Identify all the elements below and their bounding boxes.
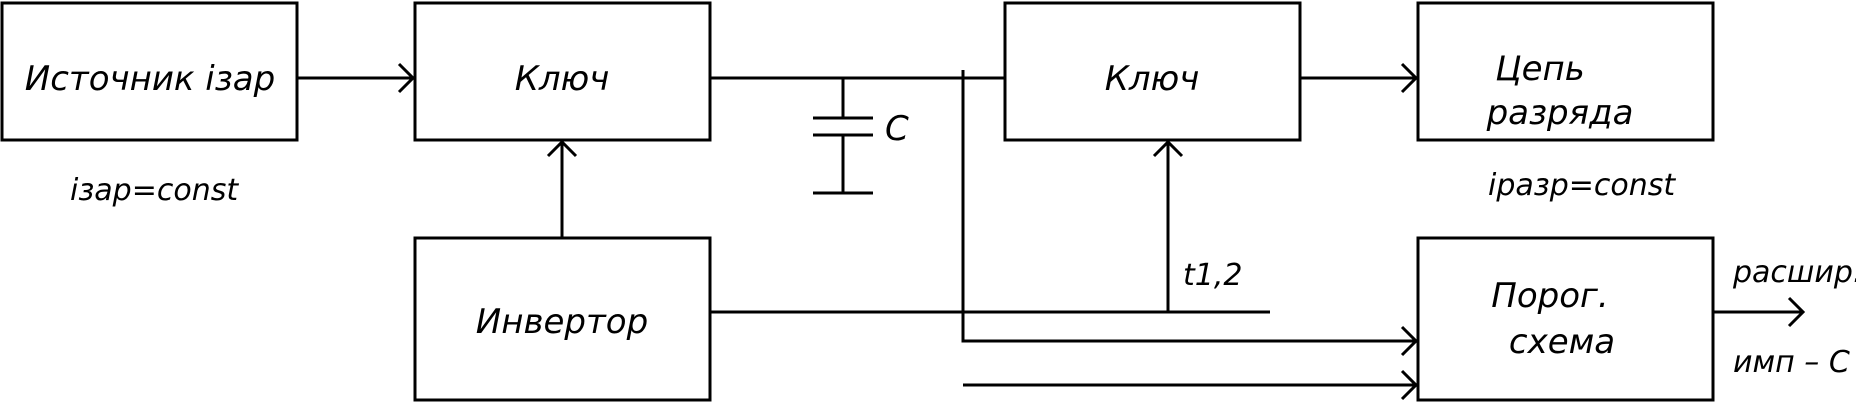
- threshold-label-line2: схема: [1509, 322, 1615, 362]
- discharge-current-label: iразр=const: [1488, 168, 1676, 203]
- arrow-discharge-in: [1400, 62, 1419, 94]
- arrow-key2-up: [1152, 139, 1184, 158]
- threshold-label-line1: Порог.: [1491, 276, 1608, 316]
- source-label: Источник iзар: [25, 59, 275, 99]
- key2-label: Ключ: [1105, 59, 1200, 99]
- time-label: t1,2: [1183, 258, 1242, 293]
- wire-bus-threshold: [961, 70, 1416, 343]
- discharge-label-line1: Цепь: [1495, 49, 1585, 89]
- arrow-key1-up: [546, 139, 578, 158]
- arrow-output: [1787, 296, 1806, 328]
- capacitor-label: C: [885, 109, 909, 149]
- output-label-line1: расшир.: [1732, 255, 1856, 290]
- charge-current-label: iзар=const: [70, 173, 239, 208]
- discharge-block: [1416, 1, 1715, 142]
- arrow-key1-in: [397, 62, 416, 94]
- output-label-line2: имп – С: [1733, 345, 1850, 380]
- threshold-block: [1416, 236, 1715, 402]
- arrow-threshold-in-1: [1400, 325, 1419, 357]
- key2-block: [1003, 1, 1302, 142]
- key1-block: [413, 1, 712, 142]
- source-block: [0, 1, 299, 142]
- arrow-threshold-in-2: [1400, 369, 1419, 401]
- inverter-block: [413, 236, 712, 402]
- inverter-label: Инвертор: [476, 302, 648, 342]
- key1-label: Ключ: [515, 59, 610, 99]
- discharge-label-line2: разряда: [1486, 93, 1634, 133]
